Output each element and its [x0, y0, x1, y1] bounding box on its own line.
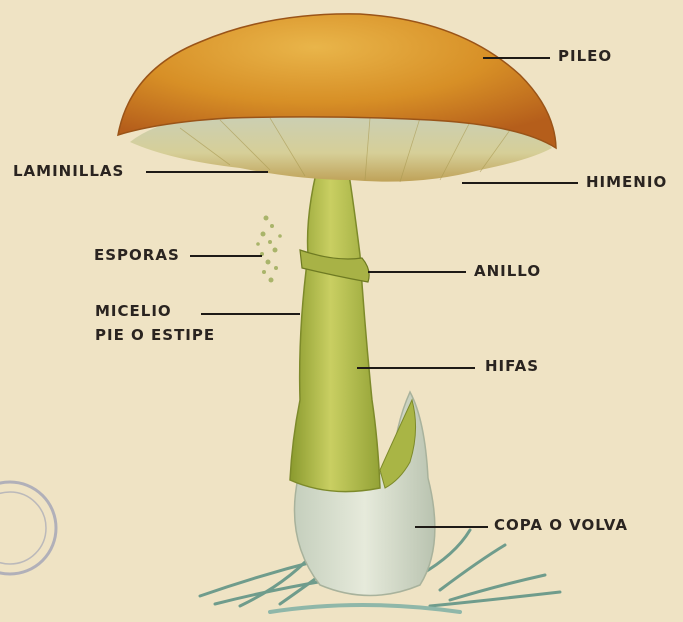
label-micelio: MICELIO	[95, 302, 172, 320]
label-pileo: PILEO	[558, 47, 612, 65]
label-esporas: ESPORAS	[94, 246, 180, 264]
label-hifas: HIFAS	[485, 357, 539, 375]
label-laminillas: LAMINILLAS	[13, 162, 124, 180]
label-pie-o-estipe: PIE O ESTIPE	[95, 326, 215, 344]
label-himenio: HIMENIO	[586, 173, 667, 191]
label-copa-o-volva: COPA O VOLVA	[494, 516, 628, 534]
stem	[290, 150, 380, 492]
spores	[256, 216, 282, 283]
stamp-seal	[0, 482, 56, 574]
label-anillo: ANILLO	[474, 262, 541, 280]
